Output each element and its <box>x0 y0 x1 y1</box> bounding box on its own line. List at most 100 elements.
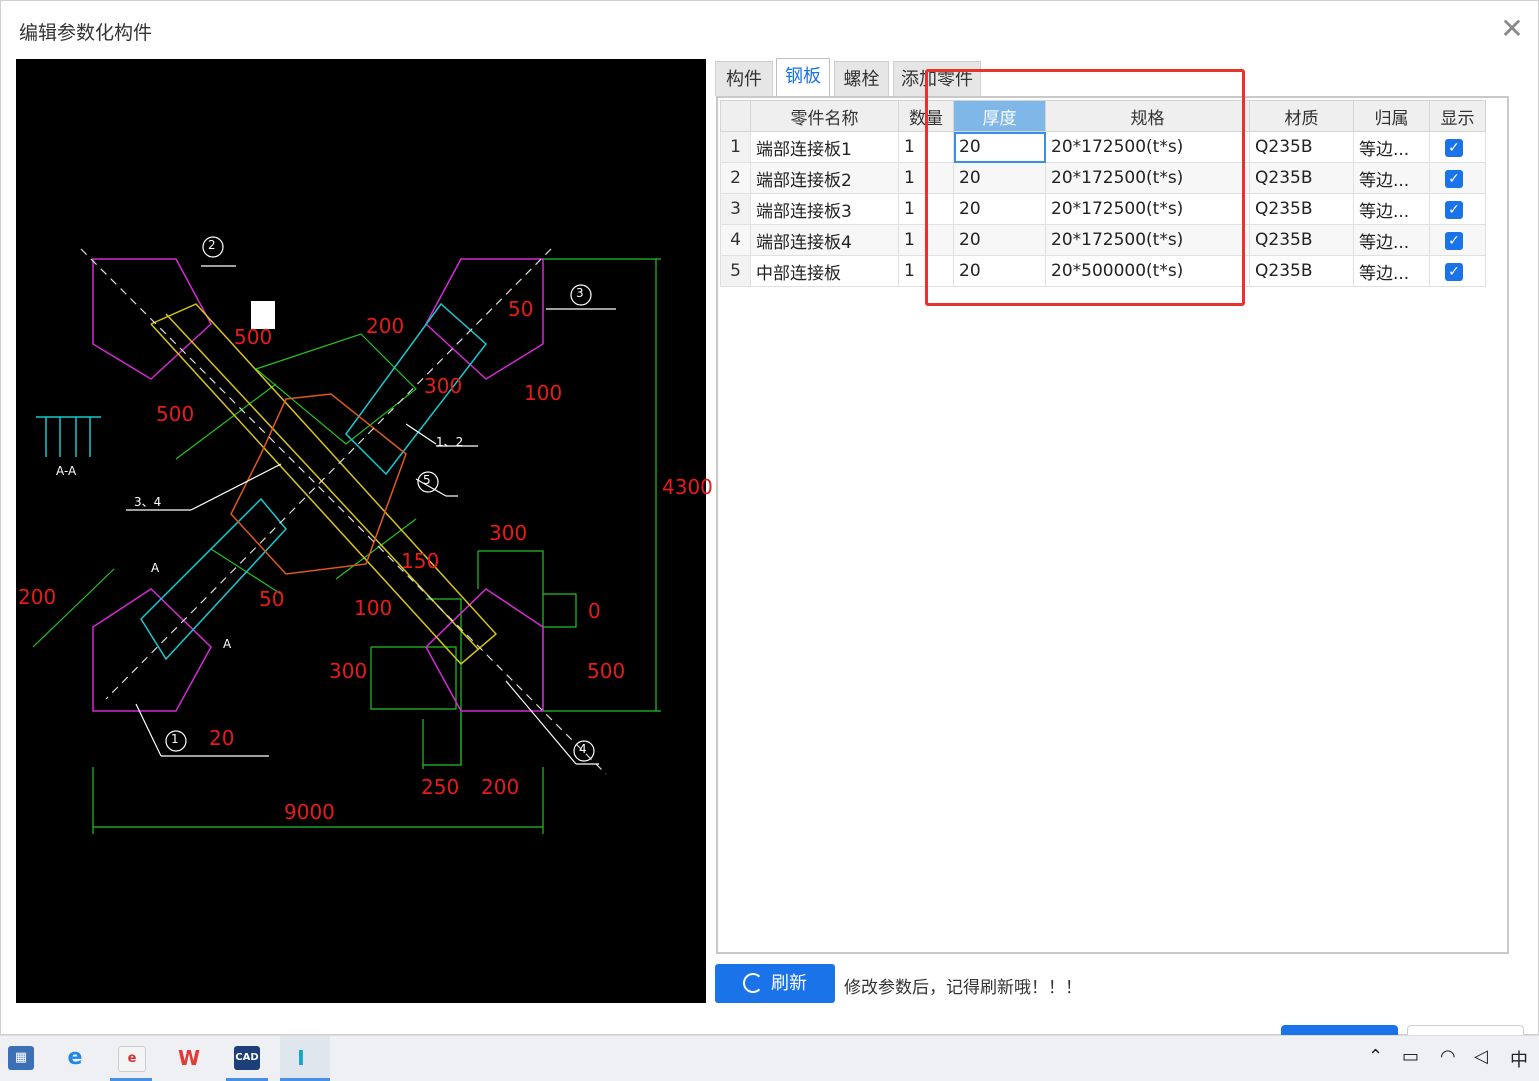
dim-text: 150 <box>401 549 440 573</box>
cell-owner[interactable]: 等边... <box>1353 224 1430 256</box>
ie-icon: e <box>67 1045 83 1070</box>
taskbar-ie[interactable]: e <box>54 1036 96 1081</box>
wifi-icon[interactable]: ◠ <box>1440 1046 1456 1067</box>
show-checkbox[interactable]: ✓ <box>1445 232 1463 250</box>
cell-part-name[interactable]: 端部连接板1 <box>750 131 899 163</box>
dim-text: 9000 <box>284 800 335 824</box>
header-part-name[interactable]: 零件名称 <box>750 100 899 132</box>
cell-spec[interactable]: 20*172500(t*s) <box>1045 162 1250 194</box>
dim-text: 100 <box>354 596 393 620</box>
cell-material[interactable]: Q235B <box>1249 255 1354 287</box>
table-row[interactable]: 3 端部连接板3 1 20 20*172500(t*s) Q235B 等边...… <box>720 193 1486 225</box>
cell-spec[interactable]: 20*500000(t*s) <box>1045 255 1250 287</box>
cell-show[interactable]: ✓ <box>1429 193 1486 225</box>
table-row[interactable]: 5 中部连接板 1 20 20*500000(t*s) Q235B 等边... … <box>720 255 1486 287</box>
taskbar-calculator[interactable]: ▦ <box>0 1036 42 1081</box>
callout-label: 5 <box>423 473 431 487</box>
dim-text: 20 <box>209 726 235 750</box>
row-index: 5 <box>720 255 751 287</box>
cad-preview-canvas[interactable]: 500 200 50 300 100 500 4300 300 150 0 20… <box>16 59 713 1003</box>
dim-text: 200 <box>481 775 520 799</box>
cell-show[interactable]: ✓ <box>1429 162 1486 194</box>
taskbar-structure-app[interactable]: I <box>280 1036 330 1081</box>
dim-text: 0 <box>588 599 601 623</box>
taskbar: ▦ e e W CAD I ⌃ ▭ ◠ ◁ 中 <box>0 1035 1539 1081</box>
show-checkbox[interactable]: ✓ <box>1445 139 1463 157</box>
refresh-icon <box>743 973 763 993</box>
dim-text: 4300 <box>662 475 713 499</box>
dim-text: 300 <box>329 659 368 683</box>
cell-show[interactable]: ✓ <box>1429 131 1486 163</box>
callout-label: 2 <box>208 238 216 252</box>
section-label: A-A <box>56 464 77 478</box>
edit-parametric-component-dialog: 编辑参数化构件 ✕ <box>0 0 1539 1037</box>
cell-spec[interactable]: 20*172500(t*s) <box>1045 193 1250 225</box>
cell-thickness[interactable]: 20 <box>953 193 1046 225</box>
show-checkbox[interactable]: ✓ <box>1445 201 1463 219</box>
cell-part-name[interactable]: 中部连接板 <box>750 255 899 287</box>
dim-text: 500 <box>234 325 273 349</box>
cell-spec[interactable]: 20*172500(t*s) <box>1045 131 1250 163</box>
taskbar-wps[interactable]: W <box>168 1036 210 1081</box>
battery-icon[interactable]: ▭ <box>1402 1046 1420 1067</box>
taskbar-app[interactable]: e <box>110 1036 152 1081</box>
dim-text: 500 <box>587 659 626 683</box>
structure-app-icon: I <box>297 1046 305 1070</box>
cell-thickness[interactable]: 20 <box>953 224 1046 256</box>
cell-part-name[interactable]: 端部连接板2 <box>750 162 899 194</box>
cell-show[interactable]: ✓ <box>1429 255 1486 287</box>
show-checkbox[interactable]: ✓ <box>1445 170 1463 188</box>
cell-material[interactable]: Q235B <box>1249 131 1354 163</box>
cell-material[interactable]: Q235B <box>1249 193 1354 225</box>
row-index: 2 <box>720 162 751 194</box>
refresh-button[interactable]: 刷新 <box>715 964 835 1003</box>
cell-show[interactable]: ✓ <box>1429 224 1486 256</box>
header-index <box>720 100 751 132</box>
cell-owner[interactable]: 等边... <box>1353 162 1430 194</box>
cell-owner[interactable]: 等边... <box>1353 255 1430 287</box>
dim-text: 200 <box>18 585 57 609</box>
row-index: 1 <box>720 131 751 163</box>
header-owner[interactable]: 归属 <box>1353 100 1430 132</box>
plate-grid[interactable]: 零件名称 数量 厚度 规格 材质 归属 显示 1 端部连接板1 1 20 20*… <box>716 96 1509 954</box>
volume-icon[interactable]: ◁ <box>1474 1046 1488 1067</box>
cell-owner[interactable]: 等边... <box>1353 193 1430 225</box>
highlight-annotation-box <box>925 69 1245 306</box>
dim-text: 200 <box>366 314 405 338</box>
tab-component[interactable]: 构件 <box>715 61 773 96</box>
row-index: 4 <box>720 224 751 256</box>
tab-bolt[interactable]: 螺栓 <box>834 61 889 96</box>
ime-indicator[interactable]: 中 <box>1510 1050 1528 1071</box>
cancel-button[interactable] <box>1407 1025 1524 1037</box>
dim-text: 100 <box>524 381 563 405</box>
cad-drawing <box>32 236 661 834</box>
cell-part-name[interactable]: 端部连接板3 <box>750 193 899 225</box>
callout-label: 3 <box>576 286 584 300</box>
cell-part-name[interactable]: 端部连接板4 <box>750 224 899 256</box>
cell-thickness[interactable]: 20 <box>953 131 1046 163</box>
cell-thickness[interactable]: 20 <box>953 255 1046 287</box>
tab-add-part[interactable]: 添加零件 <box>893 61 981 96</box>
header-thickness[interactable]: 厚度 <box>953 100 1046 132</box>
cell-material[interactable]: Q235B <box>1249 224 1354 256</box>
callout-label: 4 <box>579 742 587 756</box>
header-show[interactable]: 显示 <box>1429 100 1486 132</box>
callout-label: 3、4 <box>134 495 162 509</box>
refresh-hint: 修改参数后，记得刷新哦！！！ <box>844 978 1082 998</box>
chevron-up-icon[interactable]: ⌃ <box>1368 1046 1384 1067</box>
taskbar-cad[interactable]: CAD <box>226 1036 268 1081</box>
dim-text: 500 <box>156 402 195 426</box>
cell-material[interactable]: Q235B <box>1249 162 1354 194</box>
dim-text: 250 <box>421 775 460 799</box>
section-mark: A <box>151 561 160 575</box>
wps-icon: W <box>177 1046 201 1070</box>
show-checkbox[interactable]: ✓ <box>1445 263 1463 281</box>
tab-steel-plate[interactable]: 钢板 <box>776 58 830 96</box>
section-mark: A <box>223 637 232 651</box>
cell-owner[interactable]: 等边... <box>1353 131 1430 163</box>
close-icon[interactable]: ✕ <box>1500 12 1524 45</box>
cell-spec[interactable]: 20*172500(t*s) <box>1045 224 1250 256</box>
header-material[interactable]: 材质 <box>1249 100 1354 132</box>
cell-thickness[interactable]: 20 <box>953 162 1046 194</box>
ok-button[interactable] <box>1281 1025 1398 1037</box>
